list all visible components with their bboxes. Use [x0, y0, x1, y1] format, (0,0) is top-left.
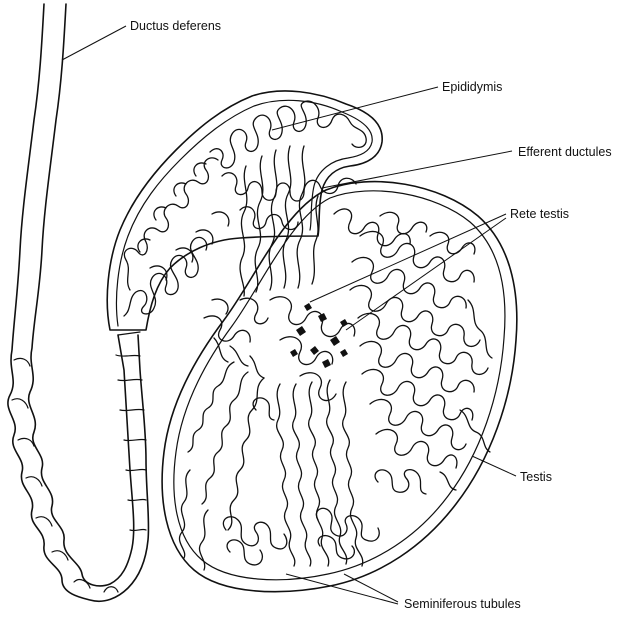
leader-seminiferous-lower — [286, 574, 398, 604]
leader-rete-testis-upper — [310, 214, 506, 302]
efferent-ductules — [240, 146, 318, 296]
leader-epididymis — [272, 87, 438, 130]
ductus-deferens — [8, 4, 149, 601]
label-rete-testis: Rete testis — [510, 207, 569, 221]
leader-ductus-deferens — [62, 26, 126, 60]
label-epididymis: Epididymis — [442, 80, 502, 94]
label-testis: Testis — [520, 470, 552, 484]
leader-rete-testis-lower — [346, 218, 506, 330]
seminiferous-tubules — [179, 209, 492, 570]
leader-seminiferous-upper — [344, 574, 398, 602]
label-ductus-deferens: Ductus deferens — [130, 19, 221, 33]
testis — [162, 182, 517, 592]
leader-efferent-ductules — [322, 151, 512, 188]
label-efferent-ductules: Efferent ductules — [518, 145, 612, 159]
leader-testis — [472, 456, 516, 476]
label-seminiferous-tubules: Seminiferous tubules — [404, 597, 521, 611]
labels: Ductus deferens Epididymis Efferent duct… — [130, 19, 612, 611]
